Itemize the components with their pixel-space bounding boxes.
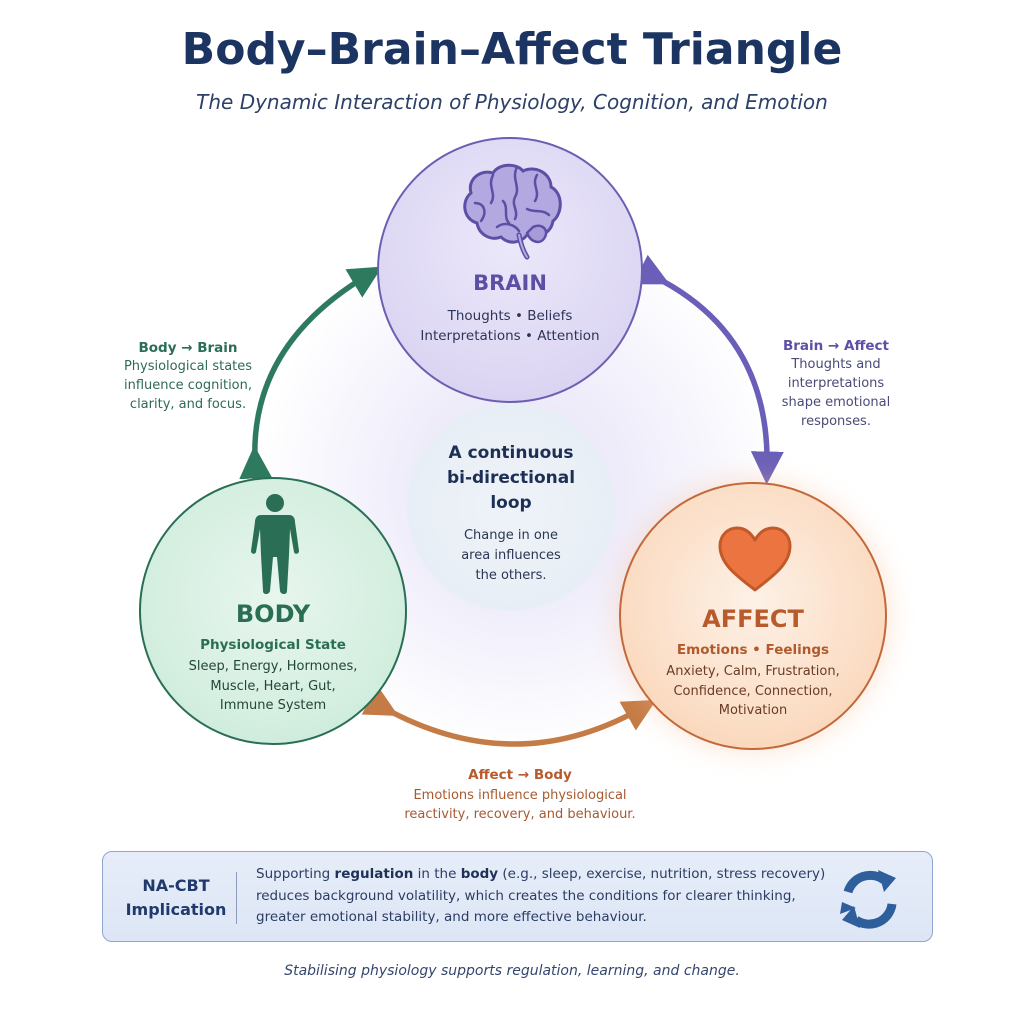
affect-description: Anxiety, Calm, Frustration, Confidence, …	[621, 662, 885, 721]
annotation-line: Thoughts and	[791, 357, 881, 372]
annotation-line: reactivity, recovery, and behaviour.	[404, 807, 636, 822]
body-description: Sleep, Energy, Hormones, Muscle, Heart, …	[141, 657, 405, 716]
body-line: Immune System	[219, 698, 327, 713]
annotation-line: interpretations	[787, 376, 885, 391]
annotation-line: responses.	[801, 414, 871, 429]
implication-emphasis: regulation	[334, 866, 414, 882]
affect-node: AFFECT Emotions • Feelings Anxiety, Calm…	[619, 482, 887, 750]
body-brain-annotation: Body → Brain Physiological states influe…	[108, 340, 268, 414]
body-node: BODY Physiological State Sleep, Energy, …	[139, 477, 407, 745]
brain-line: Interpretations • Attention	[420, 328, 600, 344]
annotation-line: Emotions influence physiological	[413, 788, 627, 803]
annotation-line: clarity, and focus.	[129, 397, 247, 412]
center-line: Change in one	[463, 528, 559, 543]
cycle-arrows-icon	[840, 870, 897, 929]
center-line: the others.	[475, 568, 547, 583]
affect-body-arrow	[361, 685, 657, 747]
brain-description: Thoughts • Beliefs Interpretations • Att…	[379, 306, 641, 346]
implication-text-part: Supporting	[256, 866, 335, 882]
center-line: area influences	[461, 548, 561, 563]
affect-subtitle: Emotions • Feelings	[676, 642, 830, 658]
brain-affect-annotation: Brain → Affect Thoughts and interpretati…	[756, 338, 916, 431]
annotation-line: Physiological states	[123, 359, 253, 374]
body-brain-arrow	[239, 266, 383, 480]
implication-text: Supporting regulation in the body (e.g.,…	[256, 864, 846, 929]
implication-text-part: in the	[413, 866, 461, 882]
heart-icon	[718, 526, 792, 592]
person-icon	[251, 494, 299, 594]
body-brain-description: Physiological states influence cognition…	[108, 357, 268, 414]
annotation-line: shape emotional	[781, 395, 891, 410]
center-title: A continuous bi-directional loop	[407, 441, 615, 516]
page-title: Body–Brain–Affect Triangle	[181, 24, 843, 75]
implication-box: NA-CBT Implication Supporting regulation…	[102, 851, 933, 942]
brain-line: Thoughts • Beliefs	[447, 308, 573, 324]
body-subtitle: Physiological State	[200, 637, 346, 653]
annotation-line: influence cognition,	[123, 378, 253, 393]
affect-line: Anxiety, Calm, Frustration,	[666, 664, 840, 679]
body-line: Muscle, Heart, Gut,	[210, 678, 336, 694]
implication-label-line: Implication	[125, 900, 227, 919]
body-brain-title: Body → Brain	[138, 340, 238, 356]
implication-divider	[236, 872, 237, 924]
brain-node: BRAIN Thoughts • Beliefs Interpretations…	[377, 137, 643, 403]
brain-affect-description: Thoughts and interpretations shape emoti…	[756, 355, 916, 431]
affect-line: Motivation	[718, 703, 788, 718]
center-title-line: A continuous	[448, 443, 574, 463]
implication-label-line: NA-CBT	[142, 876, 210, 895]
affect-body-title: Affect → Body	[468, 767, 572, 783]
center-description: Change in one area influences the others…	[417, 526, 605, 586]
center-title-line: loop	[490, 493, 532, 513]
implication-text-part: (e.g., sleep, exercise, nutrition, stres…	[256, 866, 826, 925]
implication-label: NA-CBT Implication	[117, 874, 235, 922]
affect-line: Confidence, Connection,	[673, 683, 833, 699]
affect-title: AFFECT	[702, 605, 804, 633]
page-subtitle: The Dynamic Interaction of Physiology, C…	[196, 90, 828, 114]
center-loop-node: A continuous bi-directional loop Change …	[407, 403, 615, 611]
center-title-line: bi-directional	[446, 468, 576, 488]
body-title: BODY	[235, 600, 311, 628]
brain-affect-title: Brain → Affect	[782, 338, 889, 354]
implication-emphasis: body	[460, 866, 499, 882]
affect-body-description: Emotions influence physiological reactiv…	[380, 786, 660, 824]
brain-icon	[463, 163, 562, 260]
brain-affect-arrow	[632, 254, 784, 485]
affect-body-annotation: Affect → Body Emotions influence physiol…	[380, 767, 660, 824]
footer-note: Stabilising physiology supports regulati…	[284, 963, 740, 979]
brain-title: BRAIN	[473, 271, 547, 295]
body-line: Sleep, Energy, Hormones,	[188, 659, 358, 674]
